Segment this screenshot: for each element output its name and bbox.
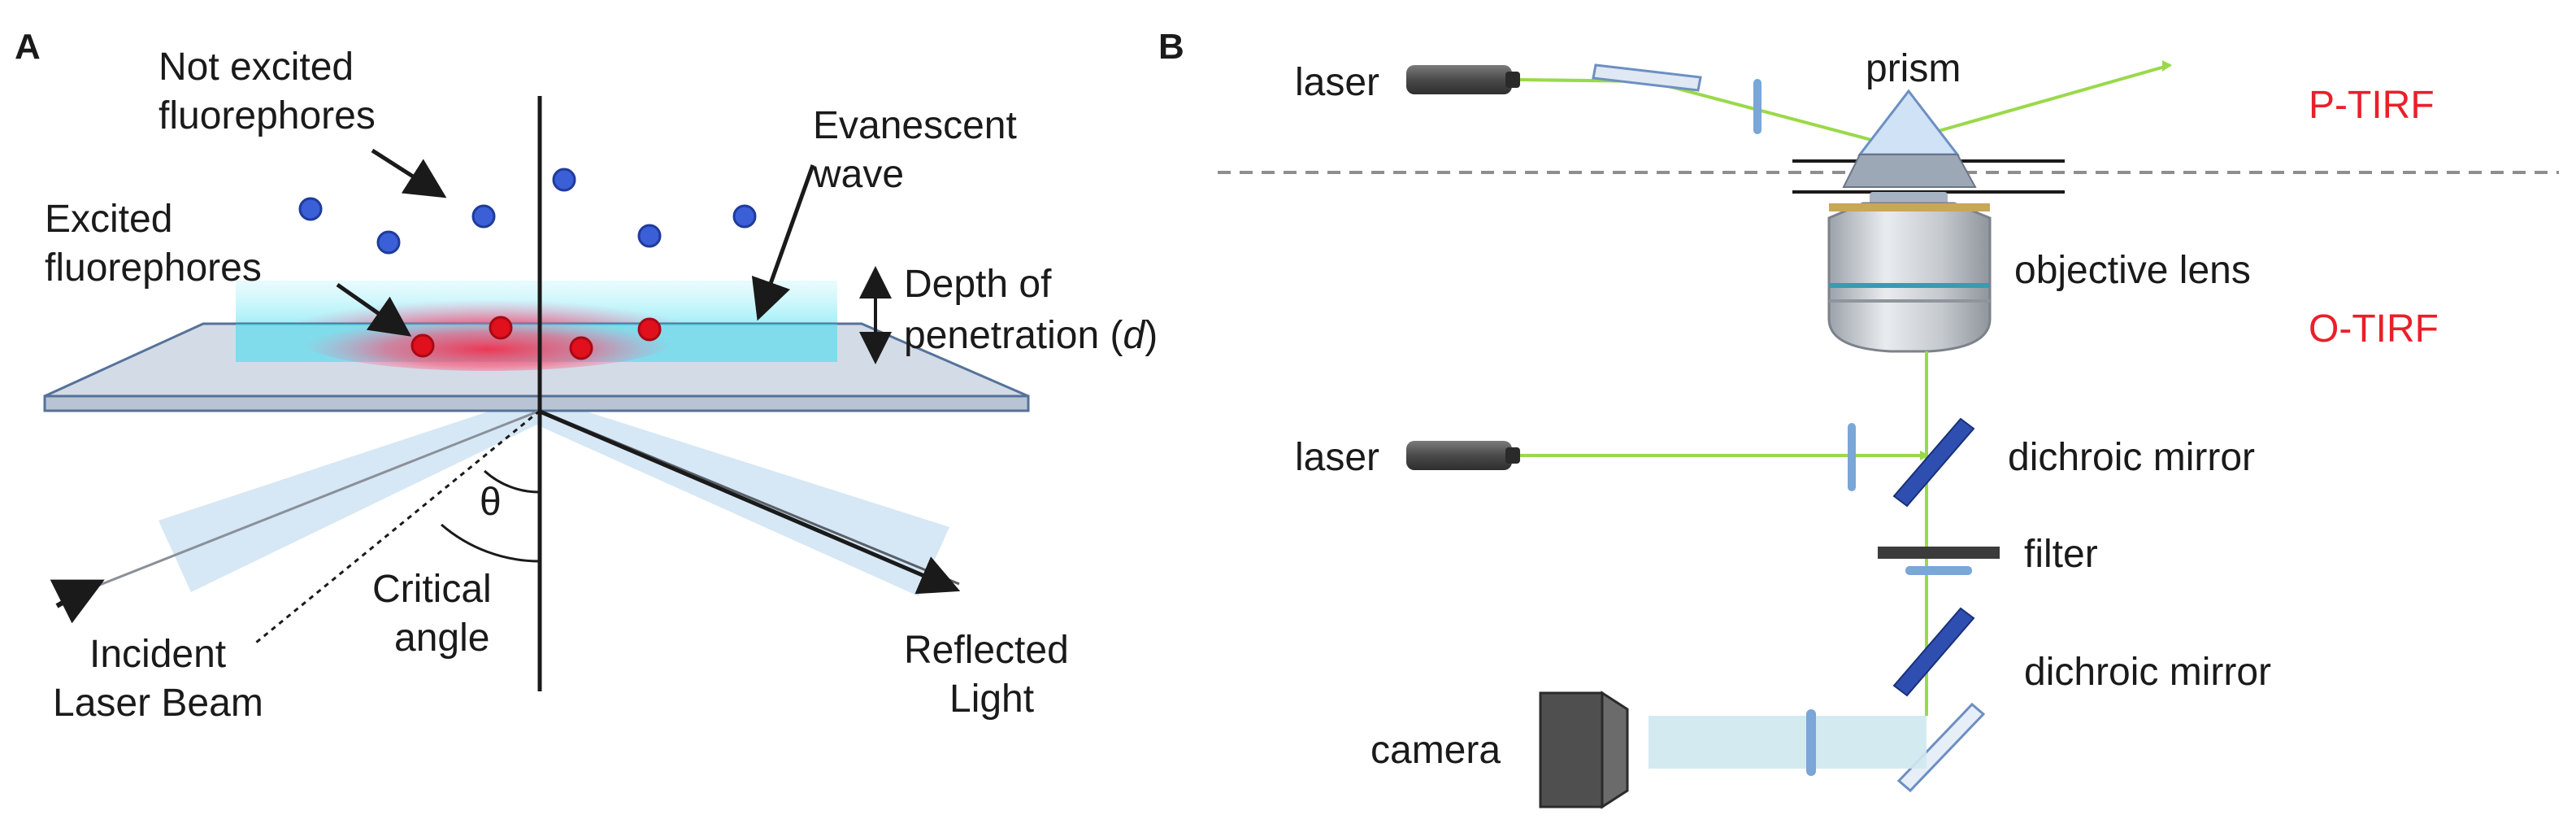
red-fluorophore: [569, 336, 593, 360]
incident-label-2: Laser Beam: [53, 682, 263, 725]
critical-angle-label-1: Critical: [372, 568, 492, 611]
red-fluorophore: [489, 316, 513, 340]
dichroic-mirror-2-label: dichroic mirror: [2024, 651, 2271, 694]
not-excited-pointer: [371, 148, 447, 198]
camera-label: camera: [1371, 729, 1501, 772]
critical-angle-line: [255, 409, 541, 644]
incident-beam-band: [159, 397, 541, 592]
laser-mid-arrowhead: [1920, 451, 1930, 460]
excitation-glow-slide: [301, 309, 675, 371]
laser-top-label: laser: [1295, 61, 1379, 104]
blue-fluorophore: [732, 204, 757, 229]
camera-front: [1601, 691, 1629, 809]
dichroic-mirror-1: [1892, 417, 1975, 508]
p-tirf-label: P-TIRF: [2309, 84, 2435, 127]
laser-top: [1406, 65, 1520, 94]
incident-label-1: Incident: [89, 633, 226, 676]
reflected-label-2: Light: [949, 678, 1034, 721]
not-excited-fluorophores: [298, 168, 757, 255]
objective-lens-label: objective lens: [2014, 249, 2251, 292]
theta-arc: [483, 469, 541, 494]
tube-lens: [1806, 709, 1816, 776]
excited-label-2: fluorephores: [45, 246, 262, 290]
laser-mid-aperture: [1505, 447, 1520, 464]
depth-close-paren: ): [1145, 314, 1158, 357]
incident-arrow: [50, 579, 105, 624]
filter-glass: [1905, 566, 1972, 575]
filter-label: filter: [2024, 533, 2098, 576]
prism-label: prism: [1866, 47, 1961, 90]
evanescent-label-2: wave: [812, 153, 904, 196]
critical-arc: [441, 523, 541, 563]
laser-mid: [1406, 441, 1520, 470]
laser-path-top: [1519, 63, 2171, 147]
dichroic-mirror-2: [1892, 607, 1975, 697]
depth-variable: d: [1123, 314, 1146, 357]
red-fluorophore: [637, 317, 662, 342]
laser-mid-label: laser: [1295, 436, 1379, 479]
depth-label-2-text: penetration (: [904, 314, 1123, 357]
laser-top-aperture: [1505, 72, 1520, 88]
panel-b-letter: B: [1158, 27, 1184, 67]
glass-slide-edge: [43, 394, 1030, 412]
panel-a-letter: A: [15, 27, 41, 67]
not-excited-label-2: fluorephores: [159, 94, 376, 137]
mid-lens: [1848, 423, 1856, 491]
camera: [1539, 691, 1629, 809]
laser-exit-arrowhead: [2162, 60, 2172, 72]
objective-lens: [1827, 192, 1992, 353]
focusing-lens: [1753, 79, 1761, 134]
camera-beam: [1649, 716, 1927, 769]
o-tirf-label: O-TIRF: [2309, 307, 2439, 351]
objective-teal-ring: [1829, 283, 1990, 288]
prism: [1857, 89, 1961, 156]
blue-fluorophore: [471, 204, 496, 229]
incident-arrow-tail: [55, 585, 91, 608]
excited-label-1: Excited: [45, 198, 172, 241]
not-excited-label-1: Not excited: [159, 46, 354, 89]
red-fluorophore: [411, 333, 435, 358]
excited-pointer: [336, 282, 412, 337]
objective-gold-ring: [1829, 203, 1990, 211]
objective-body: [1827, 202, 1992, 353]
dichroic-mirror-1-label: dichroic mirror: [2008, 436, 2255, 479]
laser-mid-body: [1406, 441, 1512, 470]
steering-mirror: [1592, 63, 1702, 92]
incident-beam-line: [72, 409, 541, 597]
blue-fluorophore: [298, 197, 323, 221]
theta-symbol: θ: [480, 481, 502, 524]
sample-holder: [1842, 154, 1977, 188]
blue-fluorophore: [376, 230, 401, 255]
depth-label-1: Depth of: [904, 263, 1052, 306]
blue-fluorophore: [552, 168, 576, 192]
critical-angle-label-2: angle: [394, 617, 489, 660]
depth-label-2: penetration (d): [904, 314, 1158, 357]
reflected-arrow: [537, 408, 961, 595]
evanescent-pointer: [751, 164, 815, 321]
blue-fluorophore: [637, 224, 662, 248]
filter-block: [1878, 547, 2000, 559]
reflected-label-1: Reflected: [904, 629, 1069, 672]
objective-ring-2: [1829, 299, 1990, 303]
laser-top-body: [1406, 65, 1512, 94]
evanescent-label-1: Evanescent: [813, 104, 1017, 147]
excited-fluorophores: [411, 316, 662, 360]
camera-body: [1539, 691, 1604, 808]
